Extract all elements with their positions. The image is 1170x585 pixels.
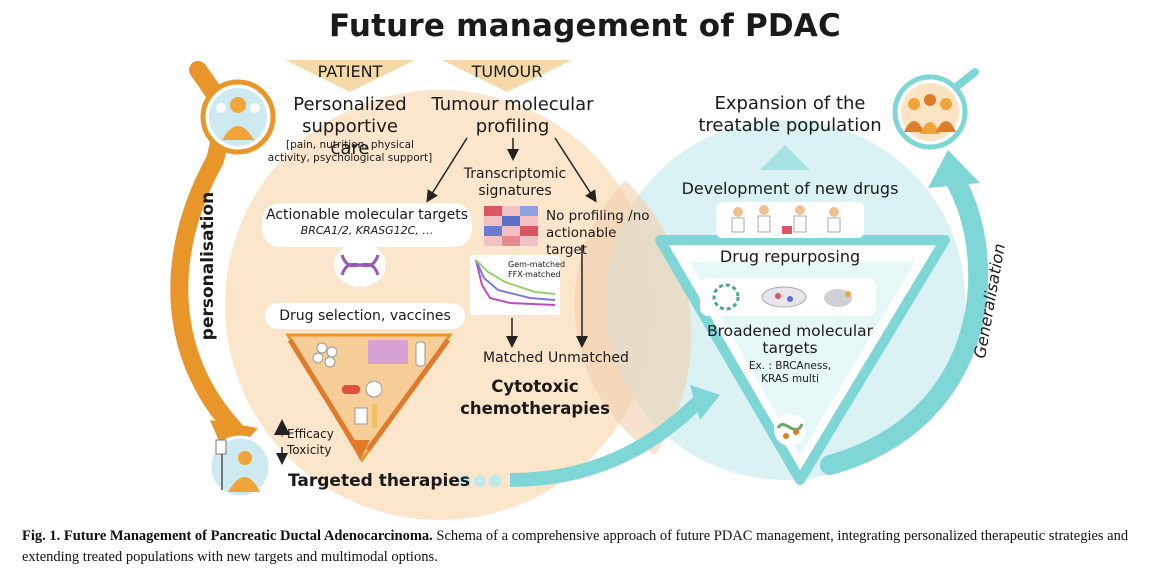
- figure-title: Future management of PDAC: [329, 8, 841, 44]
- drug-icons: [312, 340, 426, 428]
- broadened-examples: Ex. : BRCAness, KRAS multi: [748, 360, 832, 385]
- actionable-title: Actionable molecular targets: [265, 207, 469, 223]
- targeted-therapies-label: Targeted therapies: [288, 471, 470, 491]
- researchers-icon: [716, 202, 864, 238]
- legend-gem: Gem-matched: [508, 260, 566, 269]
- actionable-box: Actionable molecular targets BRCA1/2, KR…: [262, 203, 472, 247]
- broadened-title: Broadened molecular targets: [706, 322, 874, 357]
- patient-header: PATIENT: [317, 62, 383, 81]
- legend-ffx: FFX-matched: [508, 270, 561, 279]
- patient-group-icon: [200, 79, 276, 155]
- protein-structure-icon: [774, 414, 806, 446]
- new-drugs-label: Development of new drugs: [681, 179, 899, 198]
- dna-icon: [334, 243, 386, 287]
- transcriptomic-label: Transcriptomic signatures: [463, 166, 567, 199]
- heatmap-icon: [484, 206, 538, 246]
- patient-title: Personalized supportive care: [293, 94, 407, 159]
- toxicity-label: Toxicity: [287, 443, 332, 457]
- caption-body: Schema of a comprehensive approach of fu…: [22, 528, 1129, 565]
- caption-head: Fig. 1. Future Management of Pancreatic …: [22, 528, 433, 544]
- repurposing-label: Drug repurposing: [719, 247, 861, 266]
- expansion-label: Expansion of the treatable population: [698, 93, 882, 136]
- population-group-icon: [892, 74, 968, 150]
- actionable-examples: BRCA1/2, KRASG12C, …: [300, 224, 434, 237]
- patient-iv-icon: [208, 435, 272, 499]
- figure-caption: Fig. 1. Future Management of Pancreatic …: [22, 526, 1152, 568]
- efficacy-label: Efficacy: [287, 427, 334, 441]
- expansion-arrow: [509, 395, 705, 487]
- survival-curve-icon: [470, 255, 560, 315]
- cells-icon: [700, 278, 876, 316]
- no-profiling-label: No profiling /no actionable target: [546, 208, 650, 258]
- tumour-title: Tumour molecular profiling: [431, 94, 594, 137]
- unmatched-label: Unmatched: [548, 350, 629, 366]
- tumour-header: TUMOUR: [471, 62, 543, 81]
- patient-chevron: [285, 60, 415, 92]
- matched-label: Matched: [483, 350, 544, 366]
- personalisation-label: personalisation: [198, 191, 218, 341]
- generalisation-arrow: [820, 170, 989, 475]
- tumour-chevron: [442, 60, 572, 92]
- patient-detail: [pain, nutrition, physical activity, psy…: [267, 139, 433, 164]
- drug-selection-label: Drug selection, vaccines: [265, 303, 465, 329]
- diagram-graphics: [170, 60, 989, 520]
- cytotoxic-label: Cytotoxic chemotherapies: [460, 377, 610, 418]
